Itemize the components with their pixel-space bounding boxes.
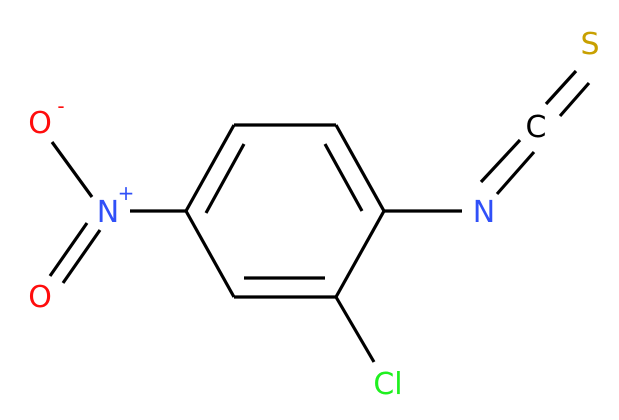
bond-ring-cl bbox=[334, 296, 376, 363]
bond-c-s-a bbox=[544, 69, 578, 106]
nitro-group-bonds bbox=[48, 141, 186, 284]
bond-c6-c1 bbox=[184, 210, 236, 298]
bond-c1-c2-inner bbox=[204, 143, 246, 214]
atom-o-bottom: O bbox=[28, 280, 52, 315]
atom-n-iso: N bbox=[473, 195, 495, 230]
bond-c3-c4-inner bbox=[323, 143, 364, 212]
bond-c3-c4 bbox=[334, 124, 386, 212]
bond-nitro-o-top bbox=[50, 141, 94, 198]
bond-nitro-o-bottom-a bbox=[48, 222, 89, 277]
charge-minus: - bbox=[57, 94, 64, 118]
atom-c-iso: C bbox=[526, 110, 547, 145]
isothiocyanate-bonds bbox=[384, 69, 591, 213]
bond-nitro-o-bottom-b bbox=[61, 229, 102, 284]
bond-n-c-b bbox=[495, 150, 536, 196]
atom-cl: Cl bbox=[373, 367, 402, 402]
atom-n-nitro: N bbox=[97, 195, 119, 230]
atom-s: S bbox=[580, 27, 599, 62]
charge-plus: + bbox=[118, 181, 135, 205]
atom-o-top: O bbox=[28, 106, 52, 141]
bond-n-c-a bbox=[479, 138, 522, 184]
bond-c-s-b bbox=[558, 81, 591, 118]
bond-c4-c5 bbox=[334, 210, 386, 298]
benzene-ring bbox=[184, 123, 386, 299]
bond-c1-c2 bbox=[184, 124, 236, 212]
